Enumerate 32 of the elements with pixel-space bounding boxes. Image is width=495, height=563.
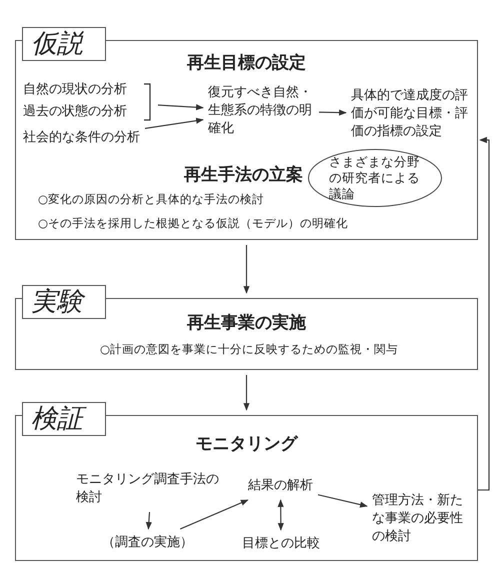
arrow	[478, 136, 490, 491]
discussion-ellipse	[308, 149, 442, 207]
arrow	[278, 499, 284, 531]
arrow	[144, 118, 204, 129]
step-text: 目標との比較	[242, 535, 320, 553]
step-text: 復元すべき自然・生態系の特徴の明確化	[208, 84, 313, 138]
analysis-text: 過去の状態の分析	[23, 103, 127, 121]
section-tab: 仮説	[22, 27, 106, 61]
section-heading: 再生手法の立案	[184, 164, 303, 187]
section-tab: 実験	[22, 285, 106, 319]
arrow	[180, 500, 249, 530]
section-heading: 再生事業の実施	[187, 312, 306, 335]
bullet-text: ○その手法を採用した根拠となる仮説（モデル）の明確化	[38, 215, 348, 232]
arrow	[243, 245, 250, 294]
step-text: 社会的な条件の分析	[23, 129, 140, 147]
bullet-text: ○計画の意図を事業に十分に反映するための監視・関与	[100, 341, 398, 358]
section-tab: 検証	[22, 402, 106, 436]
step-text: 具体的で達成度の評価が可能な目標・評価の指標の設定	[351, 87, 469, 141]
step-text: 結果の解析	[248, 477, 313, 495]
arrow	[158, 104, 204, 110]
step-text: 管理方法・新たな事業の必要性の検討	[372, 492, 464, 546]
arrow	[318, 494, 368, 508]
bullet-text: ○変化の原因の分析と具体的な手法の検討	[38, 191, 264, 208]
section-heading: 再生目標の設定	[187, 52, 306, 75]
arrow	[243, 375, 250, 411]
section-heading: モニタリング	[196, 433, 298, 456]
ellipse-text: さまざまな分野の研究者による議論	[329, 154, 421, 202]
arrow	[318, 109, 347, 116]
analysis-text: 自然の現状の分析	[23, 81, 127, 99]
step-text: （調査の実施）	[102, 534, 193, 552]
step-text: モニタリング調査手法の検討	[76, 471, 220, 507]
arrow	[146, 512, 152, 530]
